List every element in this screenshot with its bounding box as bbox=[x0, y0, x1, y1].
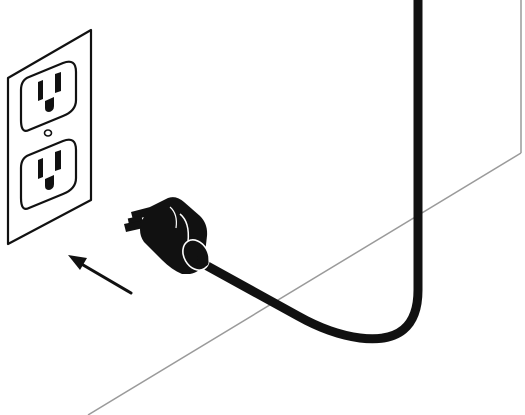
outlet-cover-plate bbox=[8, 30, 91, 244]
power-plug-icon bbox=[124, 197, 214, 275]
receptacle-top-slot-left bbox=[38, 80, 43, 101]
power-cord bbox=[200, 0, 418, 339]
outlet-center-screw bbox=[45, 130, 52, 136]
receptacle-bottom-slot-left bbox=[38, 158, 43, 179]
arrow-shaft bbox=[78, 262, 131, 293]
insert-arrow-icon bbox=[68, 255, 131, 293]
receptacle-bottom-slot-right bbox=[55, 150, 61, 171]
arrow-head bbox=[68, 255, 87, 270]
floor-edge-diagonal bbox=[88, 153, 521, 415]
receptacle-top-slot-right bbox=[55, 72, 61, 93]
wall-outlet-icon bbox=[8, 30, 91, 244]
